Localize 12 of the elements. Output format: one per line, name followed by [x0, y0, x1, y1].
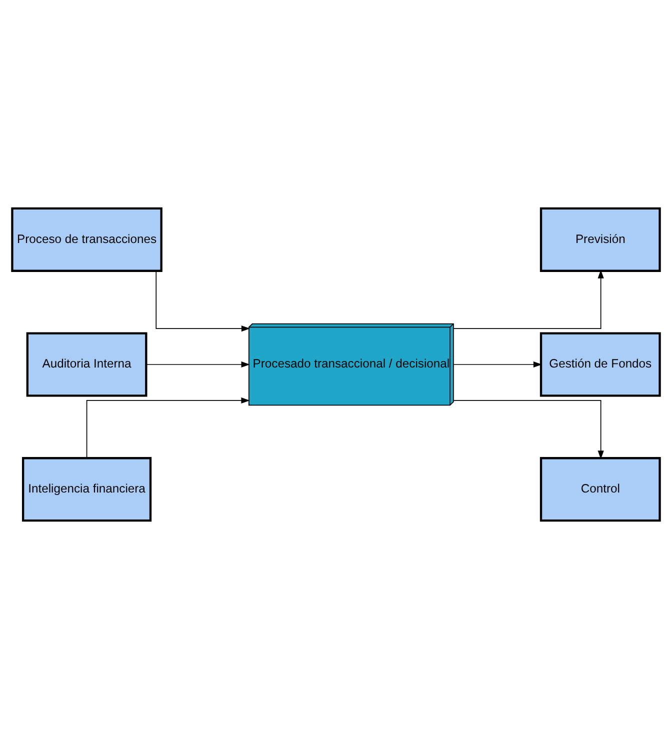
arrow: [146, 361, 250, 368]
node-box: Previsión: [540, 207, 661, 272]
node-box: Control: [540, 457, 661, 522]
arrow: [453, 400, 604, 460]
arrow: [453, 361, 542, 368]
arrow: [86, 397, 250, 458]
node-box: Gestión de Fondos: [540, 332, 661, 397]
node-box: Inteligencia financiera: [22, 457, 152, 522]
node-box: Auditoria Interna: [26, 332, 148, 397]
arrow: [156, 270, 250, 332]
arrow: [453, 270, 604, 329]
node-box: Proceso de transacciones: [11, 207, 162, 272]
